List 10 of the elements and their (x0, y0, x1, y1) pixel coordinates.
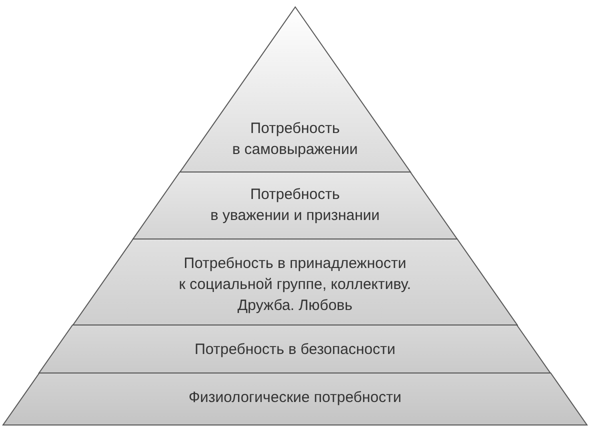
pyramid-level (132, 171, 458, 240)
level-label: Физиологические потребности (188, 388, 402, 408)
pyramid-level (72, 238, 518, 326)
level-label: Потребность в принадлежности к социальной группе, коллективу. Дружба. Любовь (178, 254, 412, 316)
level-label: Потребность в самовыражении (232, 119, 358, 160)
pyramid-level (2, 372, 588, 426)
level-label: Потребность в безопасности (194, 340, 396, 360)
pyramid-level (178, 6, 412, 173)
level-label: Потребность в уважении и признании (210, 185, 380, 226)
pyramid-level (38, 324, 552, 374)
